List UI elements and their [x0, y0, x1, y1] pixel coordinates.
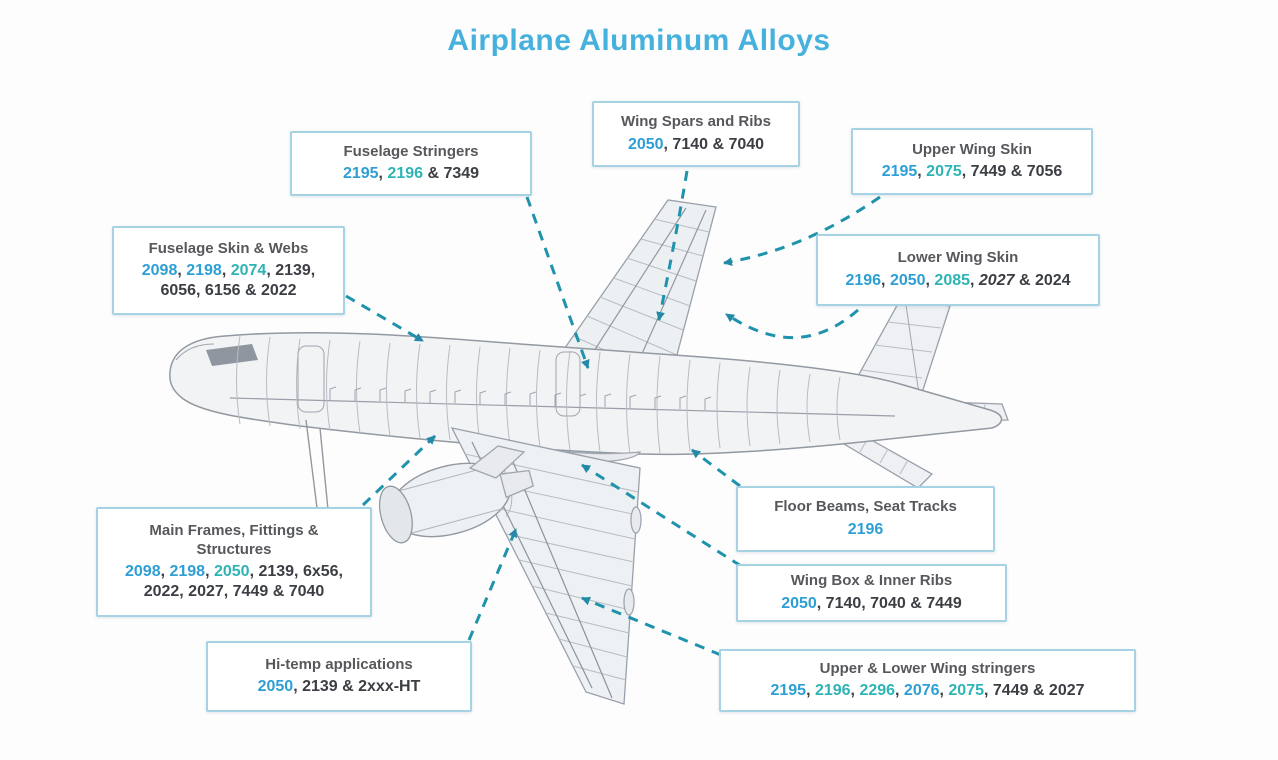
callout-alloy-list: 2098, 2198, 2074, 2139,6056, 6156 & 2022	[141, 262, 316, 300]
callout-title: Floor Beams, Seat Tracks	[774, 498, 957, 516]
connector-wing-box	[581, 463, 742, 568]
callout-title: Wing Spars and Ribs	[621, 113, 771, 131]
callout-fuselage-skin-and-webs: Fuselage Skin & Webs 2098, 2198, 2074, 2…	[112, 226, 345, 315]
callout-wing-box-and-inner-ribs: Wing Box & Inner Ribs 2050, 7140, 7040 &…	[736, 564, 1007, 622]
connector-lower-wing-skin	[725, 308, 859, 340]
connector-wing-spars	[656, 170, 689, 321]
connector-fuselage-skin-webs	[345, 294, 424, 343]
callout-main-frames-fittings-structures: Main Frames, Fittings & Structures 2098,…	[96, 507, 372, 617]
airplane-cutaway-illustration	[169, 199, 1009, 705]
connector-fuselage-stringers	[525, 196, 590, 369]
callout-alloy-list: 2195, 2196 & 7349	[342, 165, 480, 183]
callout-alloy-list: 2195, 2196, 2296, 2076, 2075, 7449 & 202…	[770, 682, 1085, 700]
callout-hi-temp-applications: Hi-temp applications 2050, 2139 & 2xxx-H…	[206, 641, 472, 712]
callout-alloy-list: 2195, 2075, 7449 & 7056	[881, 163, 1063, 181]
callout-title: Wing Box & Inner Ribs	[790, 572, 953, 590]
connector-upper-wing-skin	[723, 195, 881, 267]
connector-floor-beams	[691, 448, 741, 488]
callout-title: Upper Wing Skin	[912, 140, 1032, 158]
callout-upper-wing-skin: Upper Wing Skin 2195, 2075, 7449 & 7056	[851, 128, 1093, 195]
connector-wing-stringers	[581, 596, 722, 657]
callout-title: Lower Wing Skin	[897, 249, 1019, 267]
callout-alloy-list: 2050, 7140 & 7040	[627, 135, 765, 153]
callout-alloy-list: 2050, 7140, 7040 & 7449	[781, 594, 962, 612]
page-title: Airplane Aluminum Alloys	[447, 24, 831, 57]
connector-hi-temp	[467, 528, 518, 641]
callout-floor-beams-seat-tracks: Floor Beams, Seat Tracks 2196	[736, 486, 995, 552]
callout-title: Upper & Lower Wing stringers	[819, 659, 1036, 677]
callout-alloy-list: 2050, 2139 & 2xxx-HT	[257, 678, 421, 696]
callout-alloy-list: 2196, 2050, 2085, 2027 & 2024	[845, 271, 1071, 289]
callout-lower-wing-skin: Lower Wing Skin 2196, 2050, 2085, 2027 &…	[816, 234, 1100, 306]
callout-alloy-list: 2098, 2198, 2050, 2139, 6x56,2022, 2027,…	[125, 563, 343, 601]
callout-wing-spars-and-ribs: Wing Spars and Ribs 2050, 7140 & 7040	[592, 101, 800, 167]
callout-title: Main Frames, Fittings & Structures	[149, 521, 319, 558]
callout-fuselage-stringers: Fuselage Stringers 2195, 2196 & 7349	[290, 131, 532, 196]
callout-title: Fuselage Stringers	[343, 142, 479, 160]
callout-title: Hi-temp applications	[265, 655, 413, 673]
connector-lines	[345, 170, 881, 657]
callout-alloy-list: 2196	[847, 520, 884, 538]
callout-title: Fuselage Skin & Webs	[148, 239, 309, 257]
callout-upper-and-lower-wing-stringers: Upper & Lower Wing stringers 2195, 2196,…	[719, 649, 1136, 712]
